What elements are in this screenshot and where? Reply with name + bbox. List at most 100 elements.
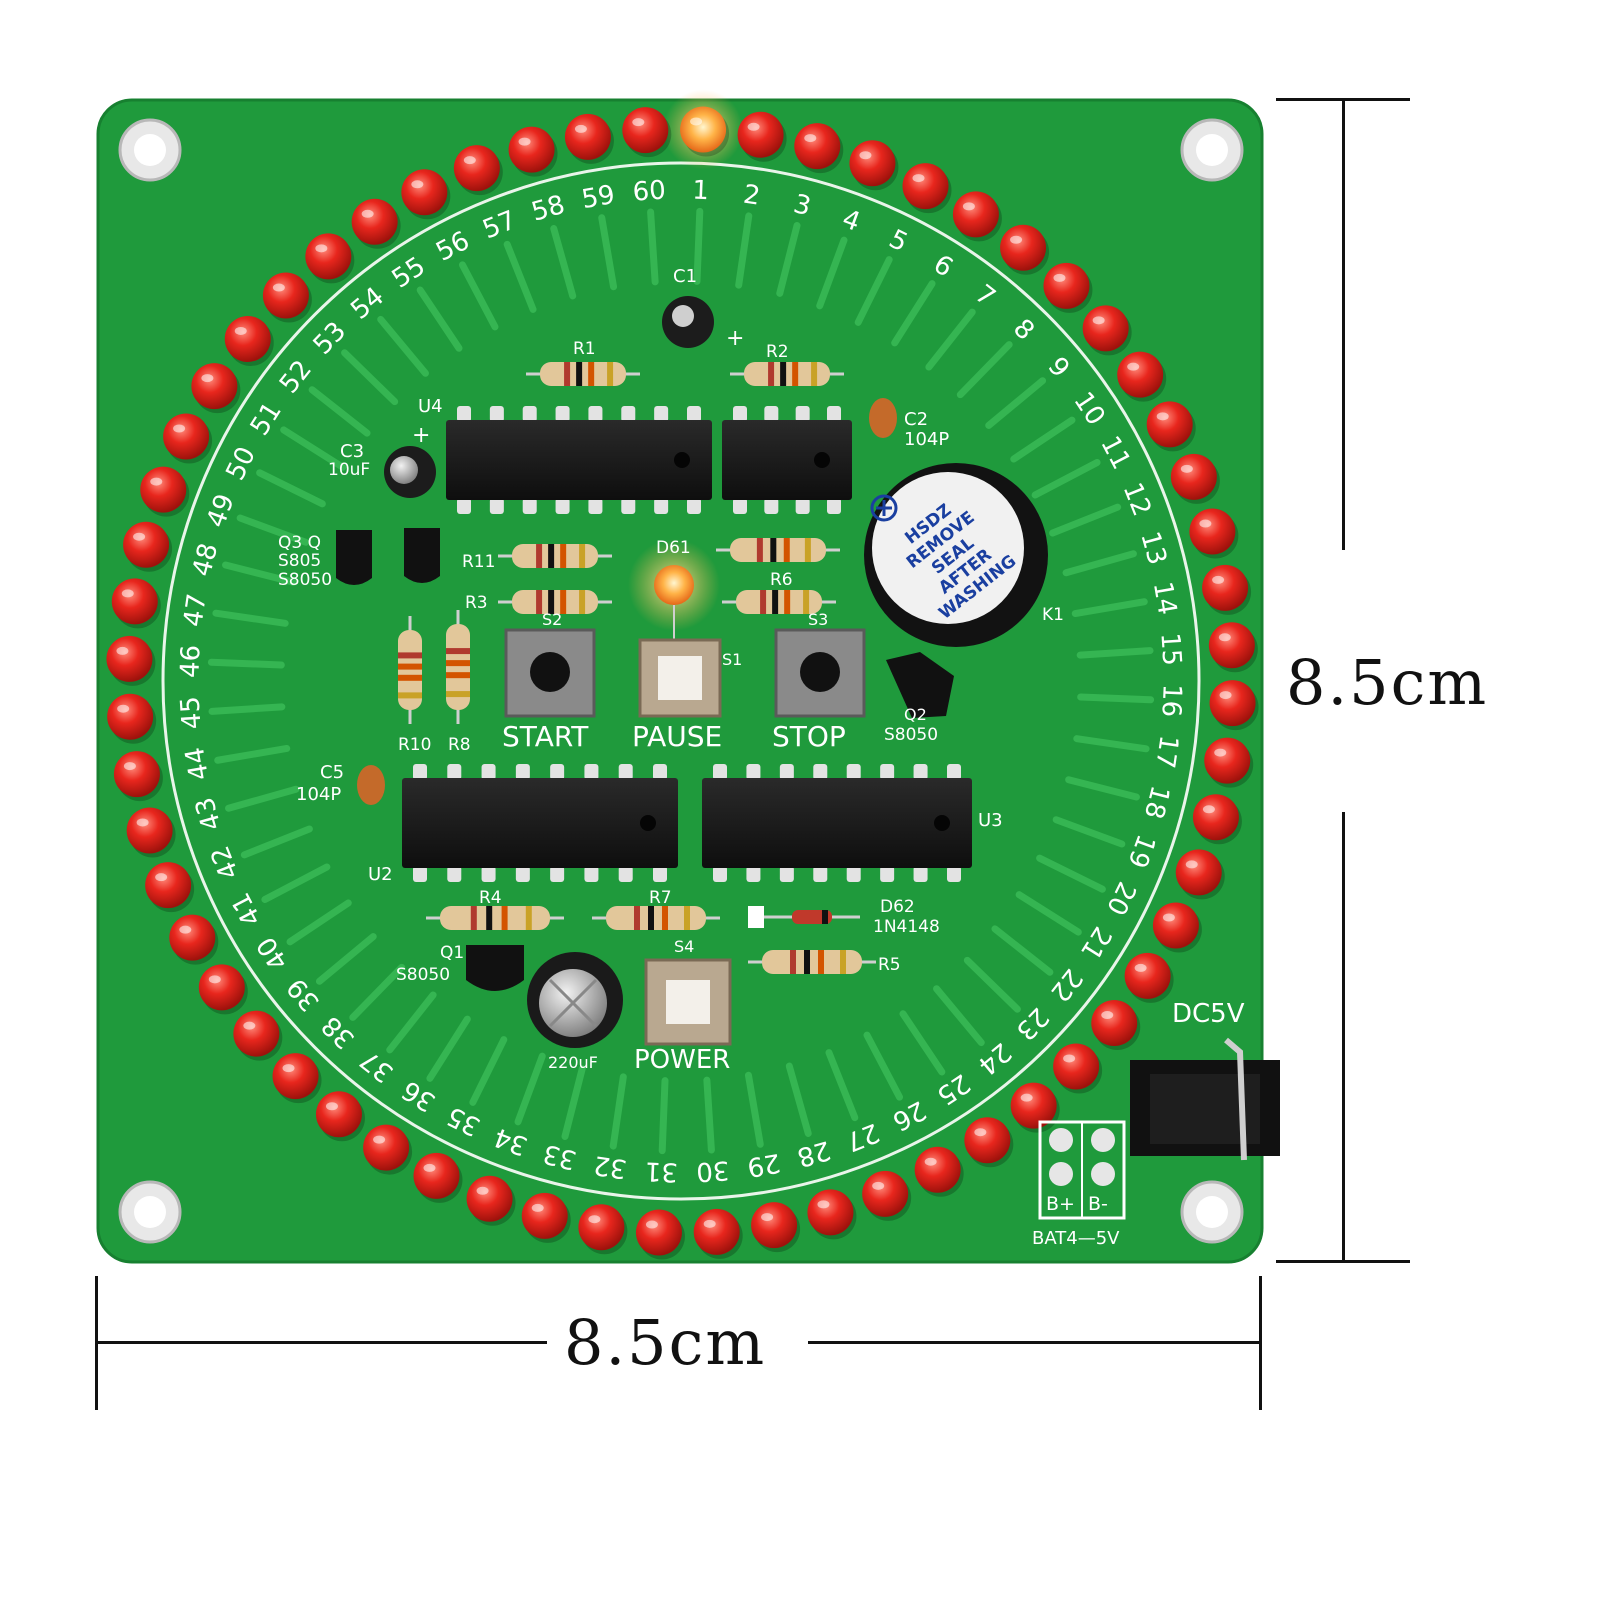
led (1170, 453, 1220, 504)
trace-segment (240, 825, 313, 859)
resistor (526, 362, 640, 386)
trace-segment (956, 341, 1013, 399)
trace-segment (286, 899, 352, 946)
trace-segment (1049, 503, 1122, 537)
trace-segment (703, 1076, 715, 1154)
trace-segment (785, 1062, 812, 1137)
trace-segment (963, 956, 1021, 1013)
led (272, 1053, 322, 1104)
trace-segment (261, 863, 331, 904)
diode-d62: D62 1N4148 (748, 897, 940, 937)
led (751, 1202, 801, 1253)
led (564, 113, 614, 164)
ring-number: 15 (1154, 632, 1186, 667)
dc5v-label: DC5V (1172, 999, 1245, 1029)
led (107, 693, 157, 744)
u2-label: U2 (368, 864, 393, 885)
trace-segment (341, 349, 399, 406)
resistor (592, 906, 720, 930)
height-dim-line-lower (1342, 812, 1345, 1262)
trace-segment (469, 1036, 508, 1106)
led (902, 163, 952, 214)
switch-s2-start[interactable]: S2 (504, 610, 596, 718)
b-minus-label: B- (1088, 1193, 1108, 1215)
resistor (426, 906, 564, 930)
led (737, 111, 787, 162)
ring-number: 14 (1147, 579, 1182, 617)
capacitor-c2: C2 104P (869, 398, 949, 450)
trace-segment (776, 222, 801, 297)
r6-label: R6 (770, 570, 793, 590)
ring-number: 29 (745, 1147, 783, 1182)
pause-label: PAUSE (632, 720, 722, 753)
c3-label: C3 (340, 441, 364, 462)
led (1091, 1000, 1141, 1051)
c3-value: 10uF (328, 460, 370, 480)
led-lit (663, 89, 744, 170)
r3-label: R3 (465, 593, 488, 613)
led (1175, 849, 1225, 900)
u4-label: U4 (418, 396, 443, 417)
led (1082, 305, 1132, 356)
trace-segment (1073, 735, 1150, 753)
led (1209, 680, 1259, 731)
height-dim-line-upper (1342, 98, 1345, 550)
trace-segment (222, 561, 297, 586)
trace-segment (208, 703, 286, 715)
q3-type-a: S805 (278, 551, 321, 571)
led (1202, 564, 1252, 615)
led (578, 1204, 628, 1255)
q1-label: Q1 (440, 943, 464, 963)
led (622, 107, 672, 158)
capacitor-c3: C3 10uF + (328, 423, 436, 498)
trace-segment (991, 925, 1054, 976)
led (1117, 351, 1167, 402)
height-dimension-label: 8.5cm (1286, 646, 1489, 719)
q1-type: S8050 (396, 965, 450, 985)
led (315, 1091, 365, 1142)
switch-s4-power[interactable]: S4 (644, 937, 732, 1046)
trace-segment (503, 240, 537, 313)
led (305, 233, 355, 284)
svg-text:+: + (412, 423, 430, 448)
led (123, 521, 173, 572)
trace-segment (256, 469, 326, 508)
led (145, 862, 195, 913)
resistor (748, 950, 876, 974)
switch-s1-pause[interactable]: S1 (638, 638, 742, 718)
switch-s3-stop[interactable]: S3 (774, 610, 866, 718)
r8-label: R8 (448, 735, 471, 755)
ring-number: 31 (644, 1155, 678, 1186)
c5-label: C5 (320, 762, 344, 783)
trace-segment (386, 991, 437, 1054)
resistor (446, 610, 470, 724)
r1-label: R1 (573, 339, 596, 359)
ring-number: 30 (695, 1154, 730, 1186)
ring-number: 46 (175, 644, 206, 678)
led (198, 964, 248, 1015)
ring-number: 45 (175, 695, 207, 730)
u3-label: U3 (978, 810, 1003, 831)
trace-segment (735, 212, 753, 289)
s1-label: S1 (722, 650, 742, 669)
c5-value: 104P (296, 784, 341, 805)
integrated-circuits (402, 406, 972, 882)
width-dim-line-right (808, 1341, 1262, 1344)
c2-value: 104P (904, 429, 949, 450)
q2-label: Q2 (904, 705, 927, 724)
led (693, 1208, 743, 1259)
c2-label: C2 (904, 409, 928, 430)
trace-segment (1010, 416, 1076, 463)
s2-label: S2 (542, 610, 562, 629)
led (453, 145, 503, 196)
q3-type-b: S8050 (278, 570, 332, 590)
led (106, 635, 156, 686)
led (401, 169, 451, 220)
resistor (498, 590, 612, 614)
led (1053, 1043, 1103, 1094)
chip-u4 (446, 406, 712, 514)
d62-type: 1N4148 (873, 917, 940, 937)
trace-segment (647, 208, 659, 286)
led (1192, 794, 1242, 845)
led (413, 1152, 463, 1203)
